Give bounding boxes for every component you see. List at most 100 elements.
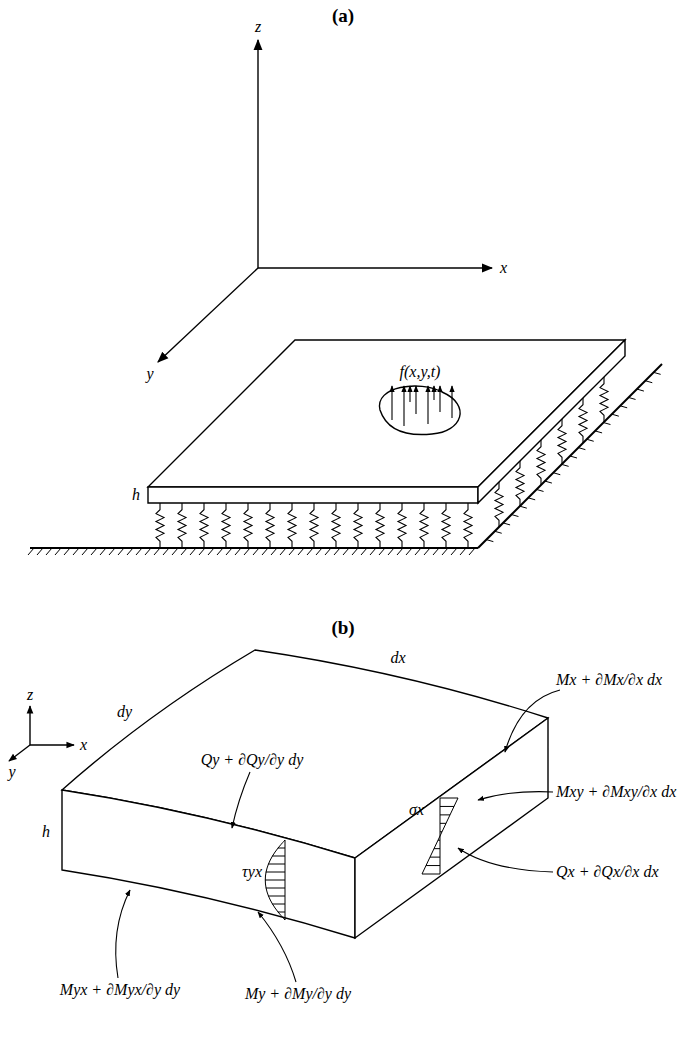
spring-symbol — [178, 503, 186, 548]
z-axis — [257, 40, 258, 268]
spring-symbol — [156, 503, 164, 548]
stress-hatch — [440, 806, 454, 807]
spring-symbol — [310, 503, 318, 548]
load-arrow — [451, 386, 452, 418]
ground-hatch — [64, 548, 70, 555]
spring-symbol — [442, 503, 450, 548]
plate-side — [478, 340, 625, 503]
ground-hatch — [262, 548, 268, 555]
axis-label: x — [80, 736, 87, 754]
ground-hatch — [620, 406, 627, 408]
axis-label: x — [500, 259, 507, 277]
ground-hatch — [127, 548, 133, 555]
ground-hatch — [495, 531, 502, 533]
ground-hatch — [190, 548, 196, 555]
ground-hatch — [388, 548, 394, 555]
ground-hatch — [370, 548, 376, 555]
stress-hatch — [266, 872, 285, 873]
moment-label: Mxy + ∂Mxy/∂x dx — [556, 783, 676, 801]
ground-hatch — [433, 548, 439, 555]
spring-symbol — [376, 503, 384, 548]
stress-hatch — [430, 857, 440, 858]
load-arrow — [439, 386, 440, 412]
spring-symbol — [244, 503, 252, 548]
ground-hatch — [451, 548, 457, 555]
load-arrow — [403, 386, 404, 426]
ground-hatch — [578, 448, 585, 450]
spring-symbol — [222, 503, 230, 548]
ground-hatch — [199, 548, 205, 555]
spring-symbol — [420, 503, 428, 548]
ground-hatch — [289, 548, 295, 555]
ground-hatch — [486, 540, 493, 542]
load-arrow — [391, 386, 392, 420]
ground-hatch — [637, 389, 644, 391]
spring-symbol — [332, 503, 340, 548]
ground-hatch — [520, 506, 527, 508]
ground-hatch — [163, 548, 169, 555]
ground-hatch — [235, 548, 241, 555]
ground-hatch — [118, 548, 124, 555]
stress-label: τyx — [242, 863, 262, 881]
ground-hatch — [587, 439, 594, 441]
dimension-label: dx — [390, 649, 405, 667]
leader-line — [116, 890, 130, 978]
ground-hatch — [307, 548, 313, 555]
axis-label: z — [27, 686, 33, 704]
ground-hatch — [442, 548, 448, 555]
ground-hatch — [343, 548, 349, 555]
ground-hatch — [325, 548, 331, 555]
ground-hatch — [379, 548, 385, 555]
spring-symbol — [537, 440, 545, 485]
load-region — [379, 386, 460, 435]
moment-label: Mx + ∂Mx/∂x dx — [556, 671, 662, 689]
ground-hatch — [208, 548, 214, 555]
ground-hatch — [91, 548, 97, 555]
axis-label: y — [8, 763, 15, 781]
ground-hatch — [511, 515, 518, 517]
stress-label: σx — [409, 801, 424, 819]
ground-hatch — [406, 548, 412, 555]
ground-hatch — [397, 548, 403, 555]
stress-hatch — [272, 856, 285, 857]
stress-hatch — [440, 831, 442, 832]
ground-hatch — [226, 548, 232, 555]
spring-symbol — [558, 419, 566, 464]
ground-hatch — [217, 548, 223, 555]
ground-hatch — [271, 548, 277, 555]
ground-hatch — [654, 372, 661, 374]
load-arrow — [427, 386, 428, 424]
moment-label: Myx + ∂Myx/∂y dy — [60, 981, 180, 999]
spring-symbol — [579, 398, 587, 443]
ground-hatch — [181, 548, 187, 555]
force-label: Qy + ∂Qy/∂y dy — [201, 751, 304, 769]
ground-hatch — [629, 397, 636, 399]
plate-front — [148, 487, 478, 503]
stress-hatch — [268, 864, 285, 865]
element-front — [62, 790, 355, 938]
spring-symbol — [516, 461, 524, 506]
ground-hatch — [280, 548, 286, 555]
ground-hatch — [100, 548, 106, 555]
ground-hatch — [46, 548, 52, 555]
stress-hatch — [278, 912, 285, 913]
leader-line — [505, 690, 560, 752]
ground-hatch — [603, 423, 610, 425]
spring-symbol — [495, 482, 503, 527]
thickness-label: h — [132, 486, 140, 504]
x-axis — [30, 744, 74, 745]
leader-line — [458, 848, 553, 872]
ground-hatch — [570, 456, 577, 458]
shear-profile — [265, 840, 285, 920]
part-label: (b) — [331, 617, 354, 639]
stress-hatch — [266, 888, 285, 889]
ground-hatch — [545, 481, 552, 483]
ground-hatch — [109, 548, 115, 555]
spring-symbol — [288, 503, 296, 548]
stress-hatch — [440, 814, 450, 815]
ground-hatch — [645, 381, 652, 383]
spring-symbol — [464, 503, 472, 548]
stress-hatch — [278, 848, 285, 849]
ground-hatch — [460, 548, 466, 555]
